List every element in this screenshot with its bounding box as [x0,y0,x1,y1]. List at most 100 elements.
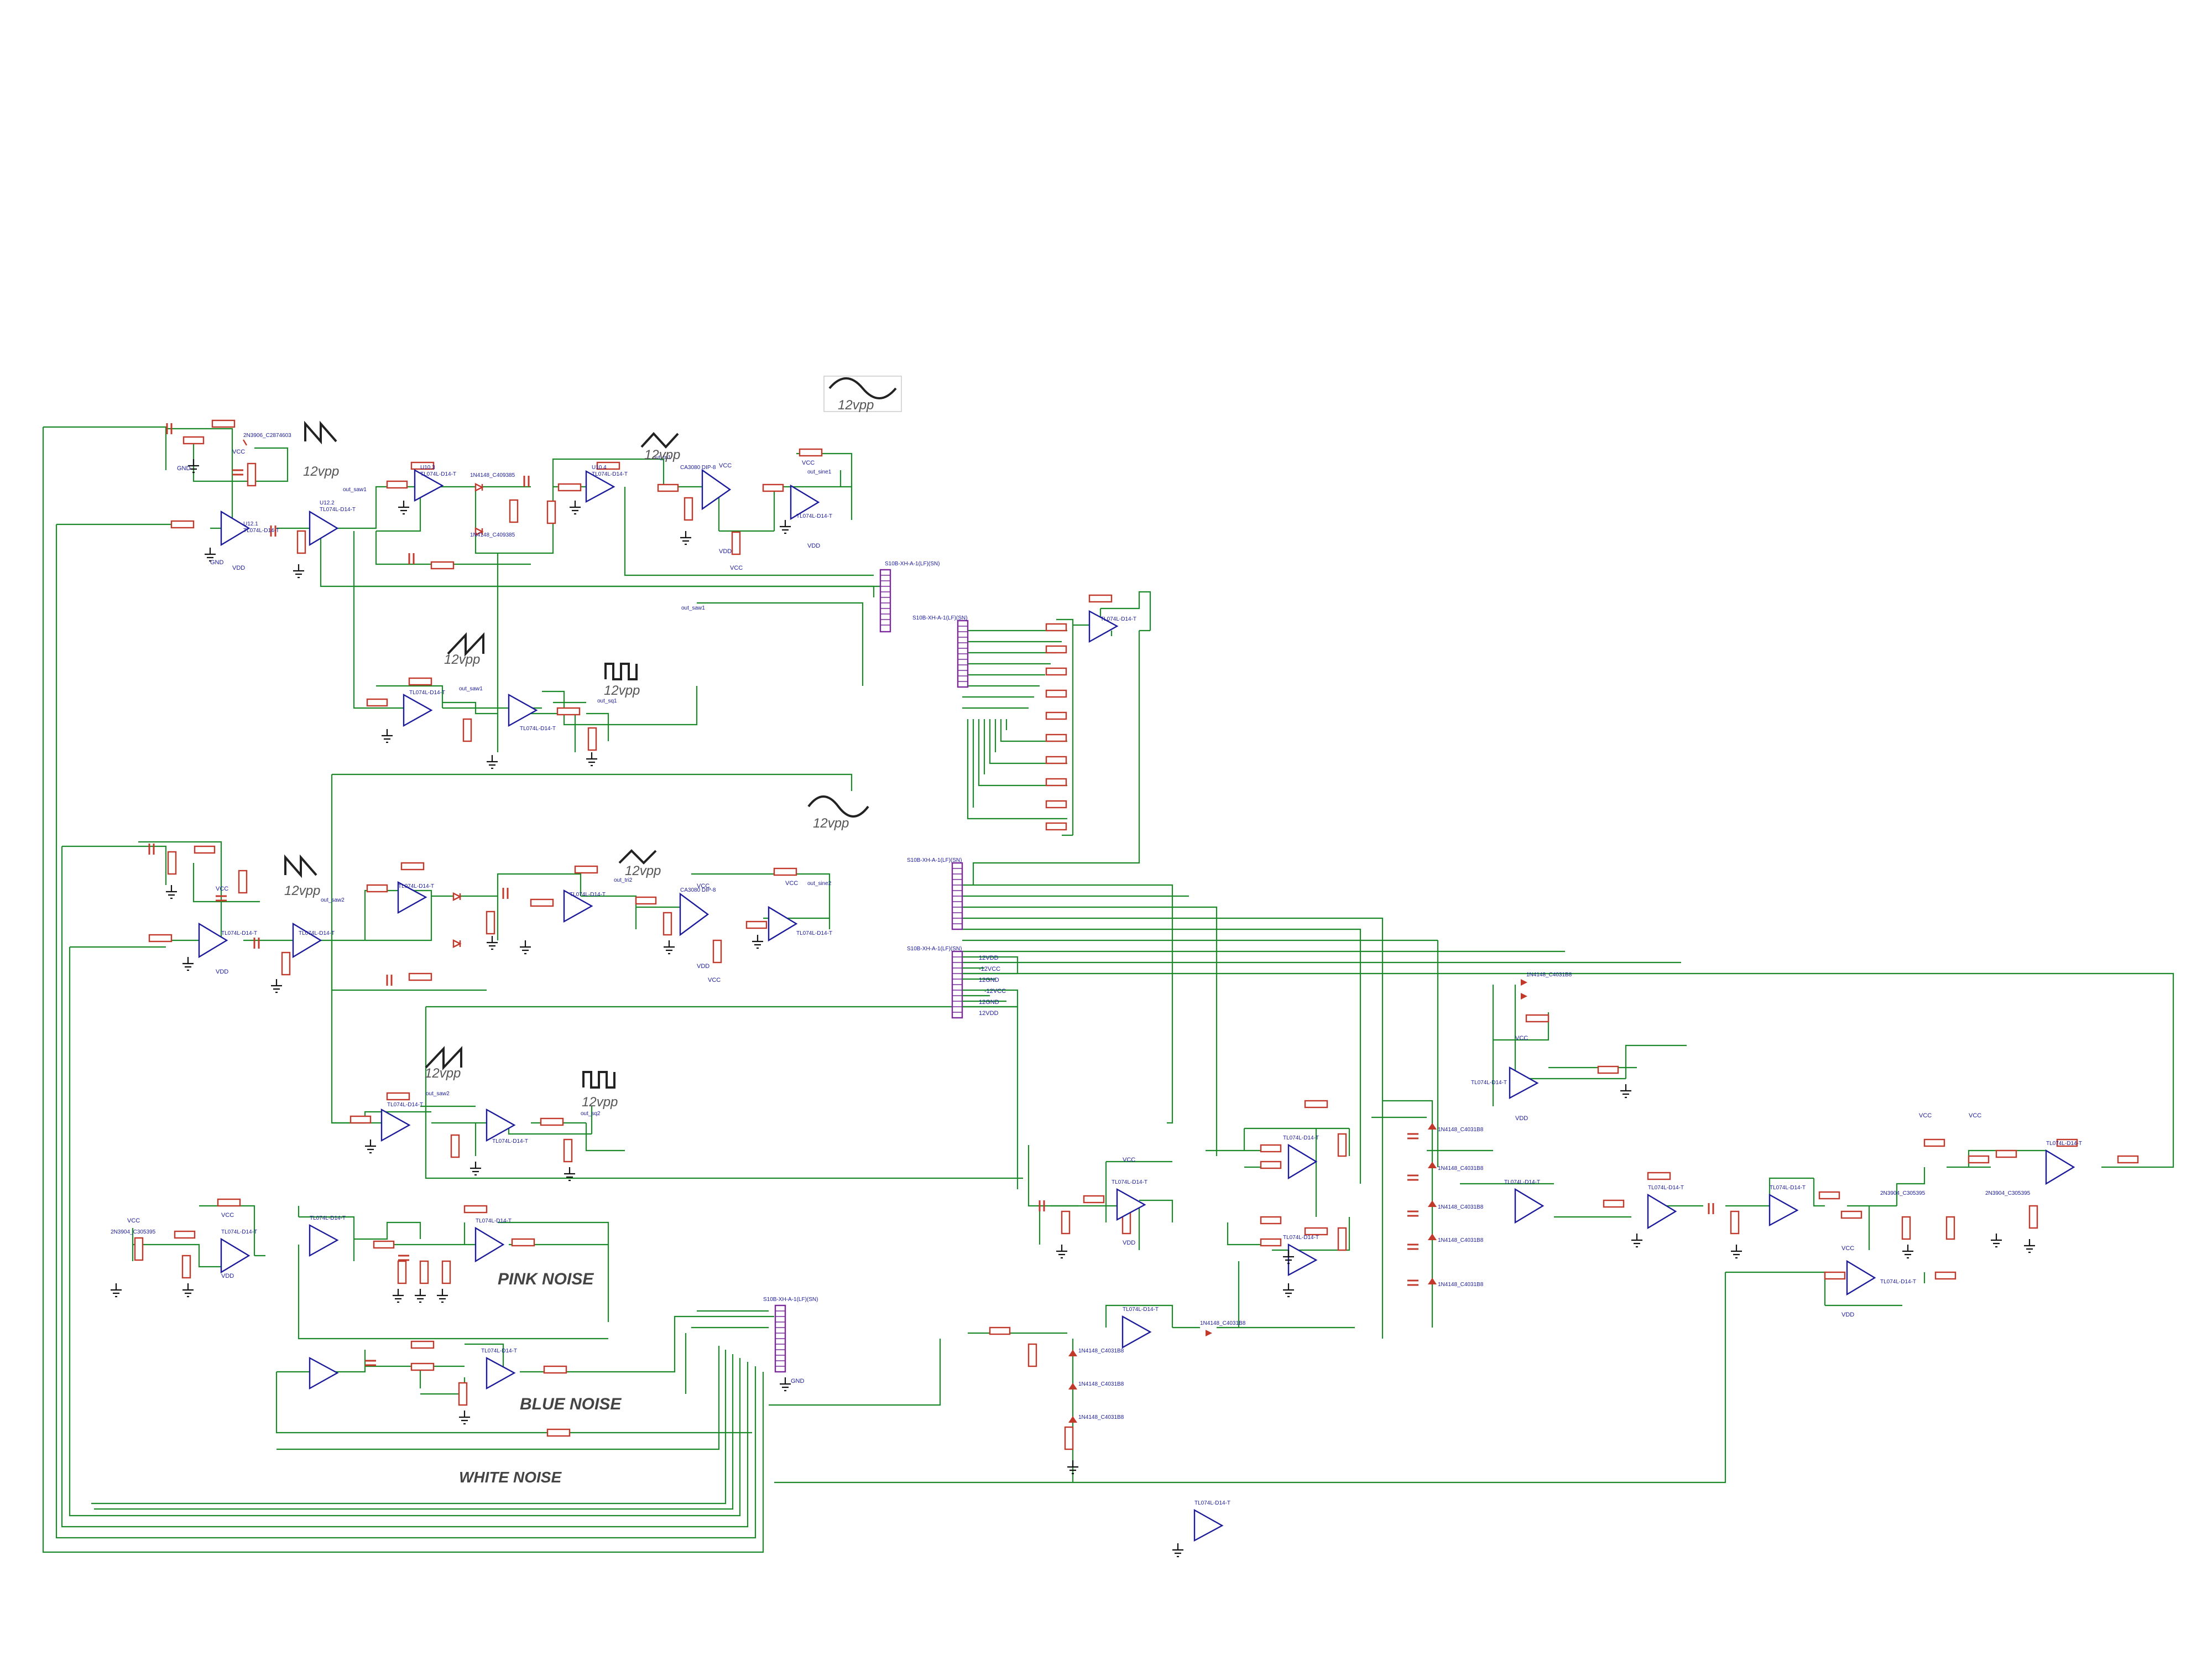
svg-text:TL074L-D14-T: TL074L-D14-T [1123,1307,1159,1313]
svg-text:TL074L-D14-T: TL074L-D14-T [492,1138,528,1144]
amplitude-label: 12vpp [604,683,640,698]
svg-text:VCC: VCC [1919,1112,1932,1119]
svg-text:S10B-XH-A-1(LF)(SN): S10B-XH-A-1(LF)(SN) [885,561,940,567]
amplitude-label: 12vpp [838,398,874,413]
svg-text:2N3904_C305395: 2N3904_C305395 [111,1229,156,1235]
sawtooth-wave-icon [304,420,337,445]
svg-text:U10.3: U10.3 [420,465,435,471]
ramp-wave-icon [425,1045,462,1071]
svg-text:VDD: VDD [221,1273,234,1279]
svg-text:TL074L-D14-T: TL074L-D14-T [481,1348,517,1354]
amplitude-label: 12vpp [303,464,339,479]
sine-wave-icon [823,376,902,412]
amplitude-label: 12vpp [425,1066,461,1081]
svg-text:TL074L-D14-T: TL074L-D14-T [1112,1179,1147,1185]
svg-text:TL074L-D14-T: TL074L-D14-T [1504,1179,1540,1185]
connector-cn2 [879,569,891,633]
svg-text:TL074L-D14-T: TL074L-D14-T [221,1229,257,1235]
processing-chain [769,884,2174,1542]
svg-text:VCC: VCC [232,449,245,455]
triangle-wave-icon [618,849,657,865]
ground-symbols [111,459,2035,1558]
svg-text:out_sine1: out_sine1 [807,469,832,475]
svg-text:out_saw2: out_saw2 [426,1091,450,1097]
svg-text:TL074L-D14-T: TL074L-D14-T [221,930,257,936]
svg-text:1N4148_C4031B8: 1N4148_C4031B8 [1526,972,1572,978]
svg-text:12VDD: 12VDD [979,955,999,961]
svg-text:TL074L-D14-T: TL074L-D14-T [1880,1279,1916,1285]
diode-array [1068,979,1527,1423]
svg-text:TL074L-D14-T: TL074L-D14-T [570,892,606,898]
svg-text:VCC: VCC [785,880,798,887]
svg-text:S10B-XH-A-1(LF)(SN): S10B-XH-A-1(LF)(SN) [763,1297,818,1303]
sawtooth-wave-icon [284,854,317,878]
svg-text:TL074L-D14-T: TL074L-D14-T [243,528,279,534]
svg-text:out_tri1: out_tri1 [653,455,671,461]
svg-text:TL074L-D14-T: TL074L-D14-T [409,690,445,696]
connectors [774,569,1019,1373]
svg-text:TL074L-D14-T: TL074L-D14-T [1471,1080,1507,1086]
svg-text:VCC: VCC [1969,1112,1981,1119]
svg-text:1N4148_C409385: 1N4148_C409385 [470,532,515,538]
svg-text:out_saw1: out_saw1 [681,605,705,611]
waveform-markers: 12vpp 12vpp 12vpp 12vpp 12vpp 12vpp 12vp… [284,376,902,1110]
svg-text:TL074L-D14-T: TL074L-D14-T [310,1215,346,1221]
mixer-resistor-ladder [1045,594,1113,831]
svg-text:out_saw1: out_saw1 [459,686,483,692]
wires-outer [42,426,764,1553]
svg-text:TL074L-D14-T: TL074L-D14-T [520,726,556,732]
svg-text:TL074L-D14-T: TL074L-D14-T [387,1102,423,1108]
svg-text:out_tri2: out_tri2 [614,877,633,883]
svg-text:VCC: VCC [216,886,228,892]
svg-text:VDD: VDD [1515,1115,1528,1122]
svg-text:U12.2: U12.2 [320,500,335,506]
svg-text:TL074L-D14-T: TL074L-D14-T [398,883,434,889]
svg-text:VDD: VDD [697,963,709,970]
svg-text:S10B-XH-A-1(LF)(SN): S10B-XH-A-1(LF)(SN) [907,857,962,863]
square-wave-icon [604,663,638,680]
svg-text:1N4148_C4031B8: 1N4148_C4031B8 [1438,1127,1484,1133]
section-titles: PINK NOISE BLUE NOISE WHITE NOISE [459,1270,622,1486]
white-noise-title: WHITE NOISE [459,1469,562,1486]
svg-text:TL074L-D14-T: TL074L-D14-T [476,1218,512,1224]
svg-text:U12.1: U12.1 [243,521,258,527]
designator-labels: U12.1 TL074L-D14-T U12.2 TL074L-D14-T U1… [111,433,2082,1506]
sine-wave-icon [807,795,869,818]
svg-text:VDD: VDD [807,543,820,549]
svg-text:12GND: 12GND [979,999,999,1006]
svg-text:1N4148_C4031B8: 1N4148_C4031B8 [1078,1348,1124,1354]
svg-text:TL074L-D14-T: TL074L-D14-T [320,507,356,513]
svg-text:2N3904_C305395: 2N3904_C305395 [1880,1190,1926,1196]
svg-text:TL074L-D14-T: TL074L-D14-T [1648,1185,1684,1191]
svg-text:CA3080 DIP-8: CA3080 DIP-8 [680,465,716,471]
ramp-wave-icon [447,632,484,657]
svg-text:1N4148_C4031B8: 1N4148_C4031B8 [1078,1381,1124,1387]
svg-text:VDD: VDD [1123,1240,1135,1246]
svg-text:out_sine2: out_sine2 [807,881,832,887]
svg-text:out_sq2: out_sq2 [581,1111,601,1117]
svg-text:VCC: VCC [1841,1245,1854,1252]
svg-text:1N4148_C409385: 1N4148_C409385 [470,472,515,478]
svg-text:VDD: VDD [216,969,228,975]
oscillator-2 [138,773,1023,1189]
oscillator-1 [166,419,885,730]
svg-text:VDD: VDD [719,548,732,555]
svg-text:TL074L-D14-T: TL074L-D14-T [1283,1135,1319,1141]
amplitude-label: 12vpp [582,1095,618,1110]
svg-text:out_saw2: out_saw2 [321,897,345,903]
svg-text:TL074L-D14-T: TL074L-D14-T [1100,616,1136,622]
svg-text:-12VCC: -12VCC [984,988,1006,995]
amplitude-label: 12vpp [644,447,680,462]
amplitude-label: 12vpp [444,652,480,667]
amplitude-label: 12vpp [284,883,320,898]
svg-text:TL074L-D14-T: TL074L-D14-T [1194,1500,1230,1506]
svg-text:S10B-XH-A-1(LF)(SN): S10B-XH-A-1(LF)(SN) [907,946,962,952]
svg-text:S10B-XH-A-1(LF)(SN): S10B-XH-A-1(LF)(SN) [912,615,967,621]
svg-text:GND: GND [177,465,191,472]
svg-text:1N4148_C4031B8: 1N4148_C4031B8 [1438,1237,1484,1243]
svg-text:TL074L-D14-T: TL074L-D14-T [796,513,832,519]
svg-text:TL074L-D14-T: TL074L-D14-T [1770,1185,1806,1191]
pink-noise-title: PINK NOISE [498,1270,594,1288]
svg-text:2N3904_C305395: 2N3904_C305395 [1985,1190,2031,1196]
svg-text:GND: GND [210,559,224,566]
